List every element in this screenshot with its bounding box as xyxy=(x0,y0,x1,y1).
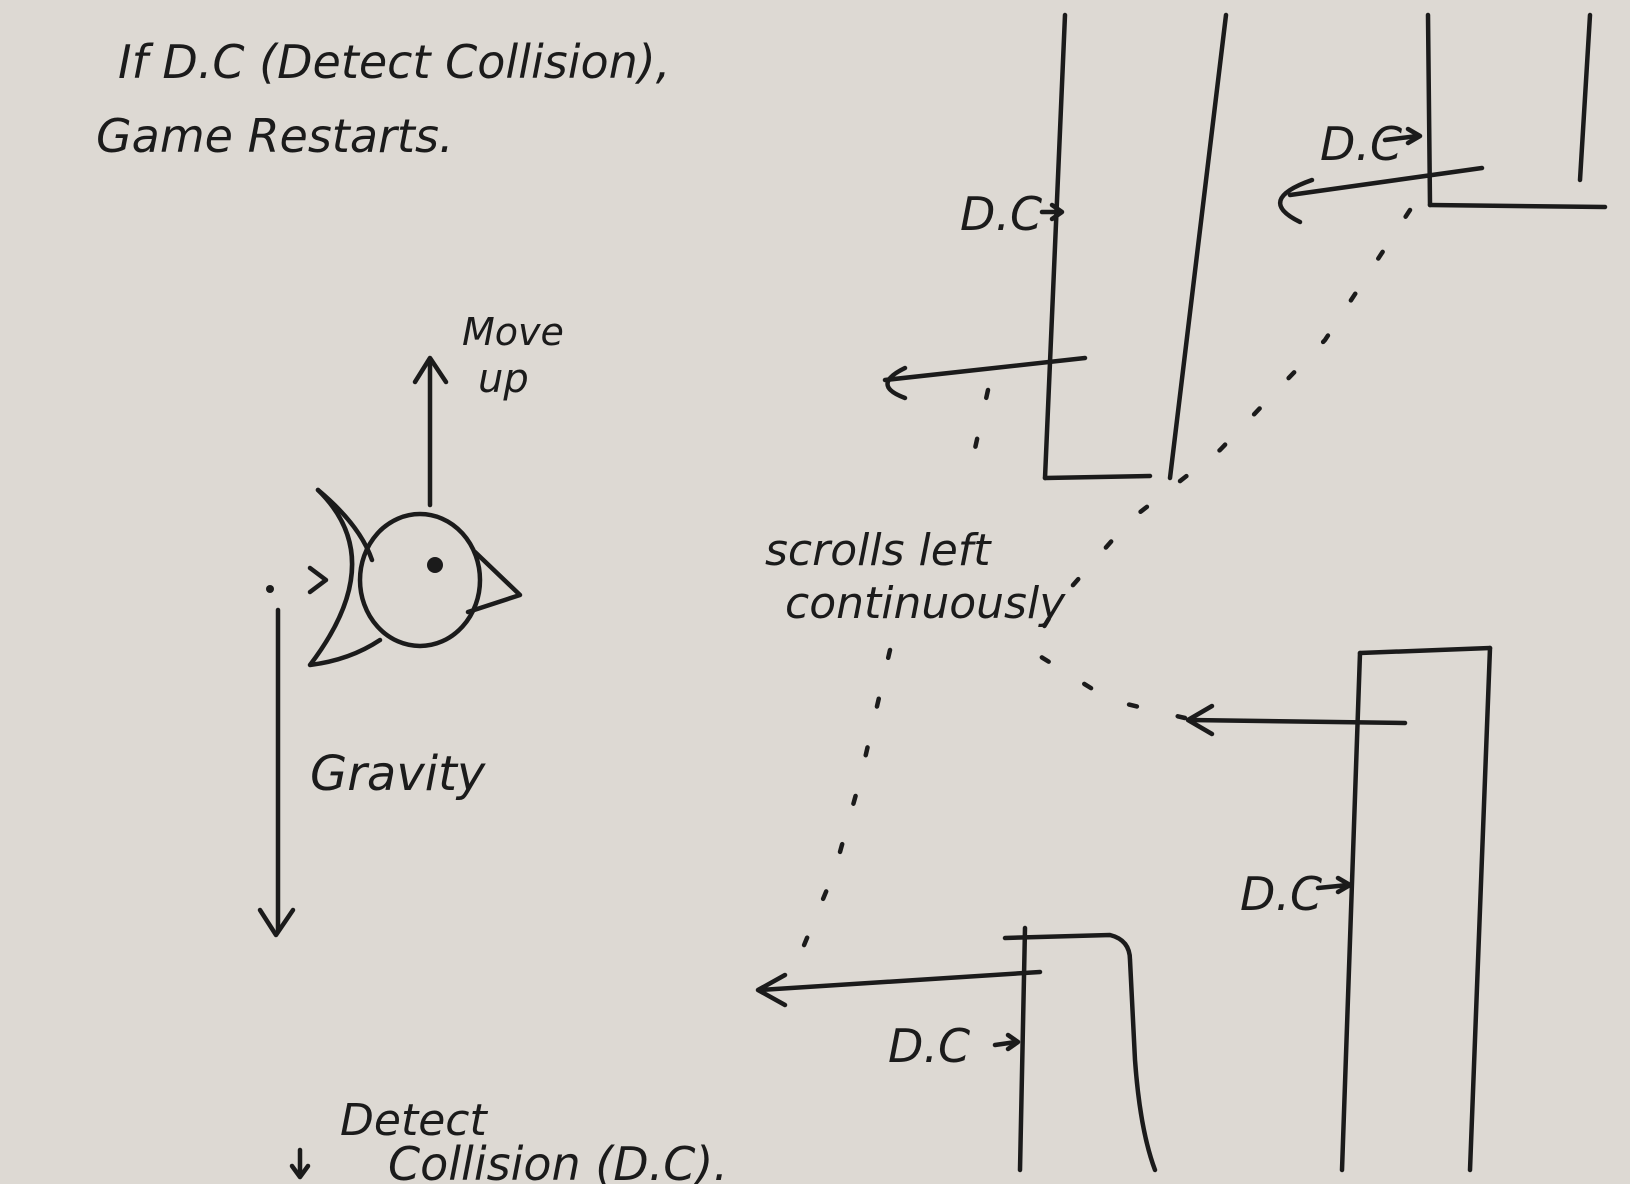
pipe-bottom-left xyxy=(1002,925,1158,1173)
header-line-2: Game Restarts. xyxy=(96,109,454,163)
pipe-top-right xyxy=(1425,12,1608,210)
arrow-up-icon xyxy=(412,355,449,508)
dc-label-top-right: D.C xyxy=(1320,117,1402,171)
dc-label-bottom-right: D.C xyxy=(1240,867,1322,921)
small-down-arrow-icon xyxy=(289,1147,311,1180)
arrow-down-icon xyxy=(257,585,296,938)
arrow-right-icon xyxy=(992,1032,1021,1052)
move-up-label-line-1: Move xyxy=(462,310,564,354)
scrolls-left-label-line-2: continuously xyxy=(785,578,1066,629)
move-up-label-line-2: up xyxy=(478,356,529,402)
detect-collision-note-line-2: Collision (D.C). xyxy=(388,1137,728,1184)
scroll-path-dashes xyxy=(965,387,991,483)
detect-collision-note-line-1: Detect xyxy=(340,1095,488,1146)
arrow-right-icon xyxy=(1039,202,1065,222)
scrolls-left-label-line-1: scrolls left xyxy=(765,525,992,576)
arrow-left-icon xyxy=(1185,703,1408,737)
bird-sketch-icon xyxy=(307,487,523,668)
arrow-left-icon xyxy=(882,355,1088,401)
pipe-bottom-right xyxy=(1339,645,1493,1173)
pipe-top-left xyxy=(1042,12,1229,481)
dc-label-bottom-left: D.C xyxy=(888,1019,970,1073)
gravity-label: Gravity xyxy=(310,746,486,802)
arrow-left-icon xyxy=(755,969,1043,1008)
scroll-path-dashes xyxy=(797,647,893,958)
arrow-right-icon xyxy=(1382,126,1423,146)
scroll-path-dashes xyxy=(1026,207,1413,721)
dc-label-top-left: D.C xyxy=(960,187,1042,241)
header-line-1: If D.C (Detect Collision), xyxy=(118,35,670,89)
arrow-left-icon xyxy=(1278,165,1485,225)
arrow-right-icon xyxy=(1315,875,1353,895)
